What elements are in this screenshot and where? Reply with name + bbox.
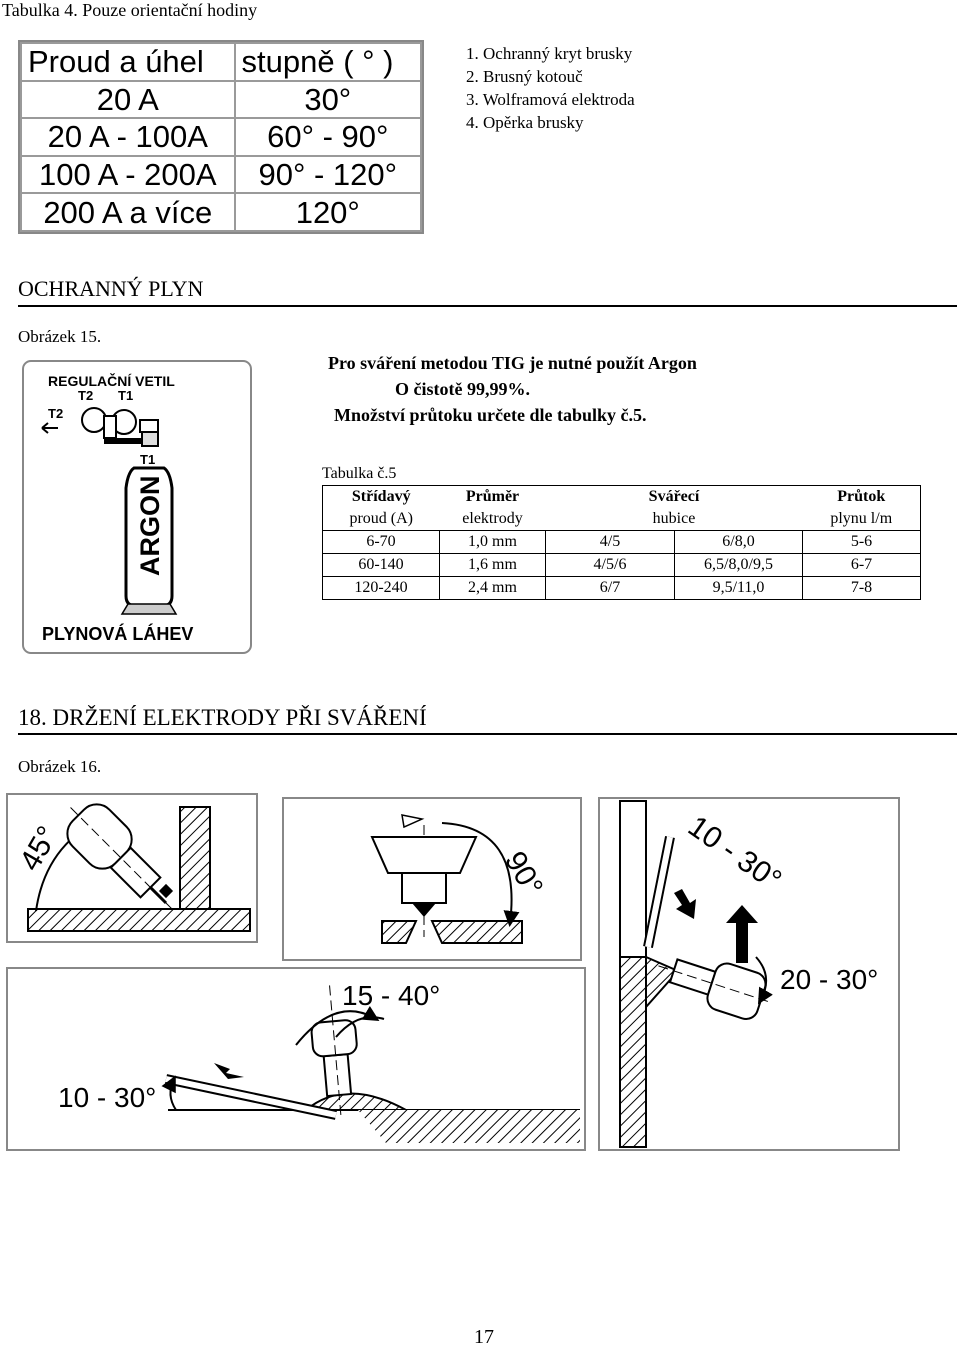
electrode-45-panel: 45°: [6, 793, 258, 943]
table-cell: 1,0 mm: [439, 530, 546, 554]
electrode-90-panel: 90°: [282, 797, 582, 961]
header-cell: proud (A): [322, 508, 440, 531]
arrow-right-icon: [214, 1063, 244, 1079]
bottle-t1-label: T1: [140, 452, 155, 467]
table-cell: 100 A - 200A: [20, 154, 236, 195]
header-cell: Střídavý: [322, 485, 440, 508]
table-cell: 9,5/11,0: [674, 576, 803, 600]
table-cell: 4/5/6: [545, 553, 675, 577]
table-cell: 6/8,0: [674, 530, 803, 554]
gas-flow-table: Střídavý Průměr Svářecí Průtok proud (A)…: [322, 485, 921, 600]
header-cell: Svářecí: [545, 485, 803, 508]
angle-arc: [441, 822, 520, 927]
hose-icon: [104, 438, 152, 444]
table-header-row: proud (A) elektrody hubice plynu l/m: [322, 508, 921, 531]
page-number: 17: [474, 1326, 494, 1348]
top-caption: Tabulka 4. Pouze orientační hodiny: [2, 0, 258, 20]
t2-outlet-label: T2: [48, 406, 63, 421]
bottle-label: PLYNOVÁ LÁHEV: [42, 623, 193, 644]
parts-list: 1. Ochranný kryt brusky 2. Brusný kotouč…: [466, 42, 635, 134]
torch-icon: [310, 985, 358, 1116]
weld-bead: [303, 1092, 407, 1111]
header-cell: elektrody: [439, 508, 546, 531]
base-plate: [430, 920, 523, 944]
table-cell: 1,6 mm: [439, 553, 546, 577]
table-cell: 20 A - 100A: [20, 117, 236, 157]
header-cell: Průměr: [439, 485, 546, 508]
electrode-vertical-panel: 10 - 30° 20 - 30°: [598, 797, 900, 1151]
gauge-icon: [81, 407, 107, 433]
table-cell: stupně ( ° ): [233, 42, 423, 82]
table-row: 60-140 1,6 mm 4/5/6 6,5/8,0/9,5 6-7: [322, 553, 921, 577]
arrow-left-icon: [41, 422, 58, 434]
header-cell: plynu l/m: [802, 508, 921, 531]
list-item: 4. Opěrka brusky: [466, 113, 584, 132]
table5-caption: Tabulka č.5: [322, 465, 397, 482]
base-plate: [27, 908, 251, 932]
header-cell: hubice: [545, 508, 803, 531]
table-cell: 4/5: [545, 530, 675, 554]
table-cell: 120°: [233, 192, 423, 232]
list-item: 2. Brusný kotouč: [466, 67, 583, 86]
header-cell: Průtok: [802, 485, 921, 508]
arrow-up-icon: [726, 905, 758, 963]
figure-caption-15: Obrázek 15.: [18, 327, 102, 346]
table-cell: 120-240: [322, 576, 440, 600]
gas-bottle-figure: REGULAČNÍ VETIL T2 T1 T2 T1 ARGON PLYNOV…: [22, 360, 252, 654]
section-title-electrode: 18. DRŽENÍ ELEKTRODY PŘI SVÁŘENÍ: [18, 705, 427, 730]
table-cell: 20 A: [20, 79, 236, 120]
section-divider: [18, 733, 957, 735]
gas-text-line: Množství průtoku určete dle tabulky č.5.: [334, 405, 647, 425]
table-cell: 6-7: [802, 553, 921, 577]
table-cell: 7-8: [802, 576, 921, 600]
torch-icon: [370, 836, 478, 874]
angle-arc: [755, 956, 773, 1005]
angle-label: 10 - 30°: [58, 1082, 156, 1113]
electrode-flat-panel: 15 - 40° 10 - 30°: [6, 967, 586, 1151]
t1-label: T1: [118, 388, 133, 403]
section-divider: [18, 305, 957, 307]
section-title-gas: OCHRANNÝ PLYN: [18, 276, 204, 301]
bottle-text: ARGON: [135, 476, 165, 577]
table-row: 120-240 2,4 mm 6/7 9,5/11,0 7-8: [322, 576, 921, 600]
figure-caption-16: Obrázek 16.: [18, 757, 102, 776]
table-cell: 5-6: [802, 530, 921, 554]
table-cell: 90° - 120°: [233, 154, 423, 195]
table-row: 6-70 1,0 mm 4/5 6/8,0 5-6: [322, 530, 921, 554]
table-cell: 200 A a více: [20, 192, 236, 232]
gas-text-line: Pro sváření metodou TIG je nutné použít …: [328, 353, 697, 373]
table-cell: 2,4 mm: [439, 576, 546, 600]
table-cell: 6-70: [322, 530, 440, 554]
vertical-plate: [179, 806, 211, 910]
table-header-row: Střídavý Průměr Svářecí Průtok: [322, 485, 921, 508]
table-cell: Proud a úhel: [20, 42, 236, 82]
gas-text-line: O čistotě 99,99%.: [395, 379, 530, 399]
regulator-label: REGULAČNÍ VETIL: [48, 372, 175, 389]
table-cell: 30°: [233, 79, 423, 120]
list-item: 3. Wolframová elektroda: [466, 90, 635, 109]
table-cell: 60-140: [322, 553, 440, 577]
angle-label: 15 - 40°: [342, 980, 440, 1011]
angle-label: 20 - 30°: [780, 964, 878, 995]
list-item: 1. Ochranný kryt brusky: [466, 44, 633, 63]
angle-arc: [295, 1005, 380, 1046]
table-cell: 60° - 90°: [233, 117, 423, 157]
arrow-down-icon: [674, 889, 696, 919]
t2-label: T2: [78, 388, 93, 403]
table-cell: 6,5/8,0/9,5: [674, 553, 803, 577]
torch-icon: [658, 958, 773, 1020]
table-cell: 6/7: [545, 576, 675, 600]
base-plate: [381, 920, 418, 944]
torch-icon: [66, 803, 174, 911]
